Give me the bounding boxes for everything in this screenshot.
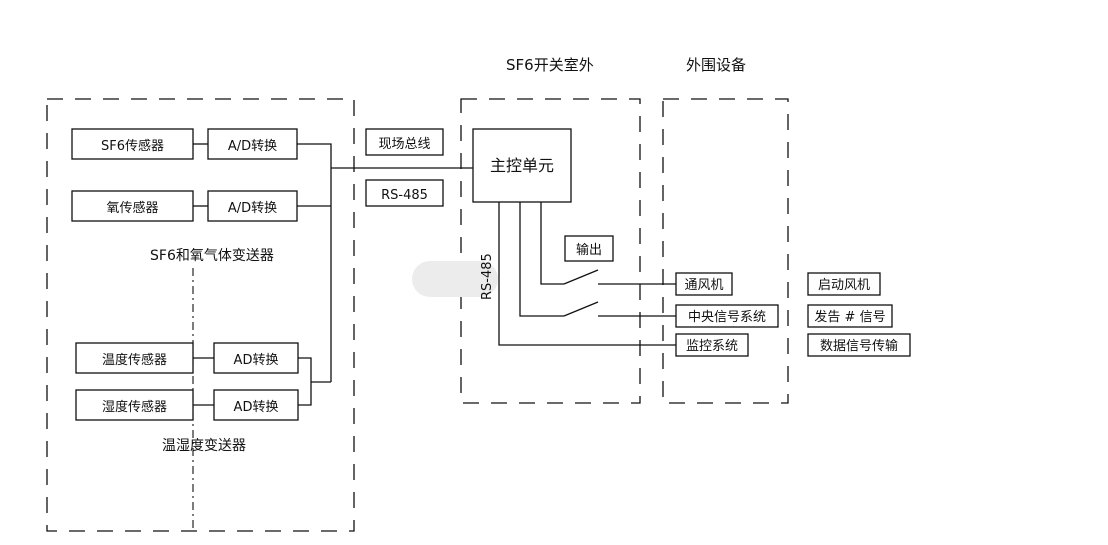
central-signal-label: 中央信号系统 xyxy=(688,310,766,325)
ad-convert-1-block xyxy=(207,128,298,160)
humidity-sensor-label: 湿度传感器 xyxy=(102,399,167,415)
region-boundary-switchgear xyxy=(460,98,641,404)
humidity-sensor-block xyxy=(75,389,194,421)
monitor-system-label: 监控系统 xyxy=(686,339,738,354)
switch-central-signal xyxy=(563,301,599,317)
ventilator-label: 通风机 xyxy=(684,278,723,293)
switch-ventilator xyxy=(563,269,599,285)
ad-convert-2-label: A/D转换 xyxy=(228,201,277,216)
central-signal-block xyxy=(675,304,779,328)
ad-convert-2-block xyxy=(207,190,298,222)
sf6-sensor-label: SF6传感器 xyxy=(101,138,164,154)
wire-monitor-system xyxy=(498,202,676,346)
start-fan-box xyxy=(807,272,881,296)
ad-convert-3-label: AD转换 xyxy=(234,353,279,368)
ad-convert-1-label: A/D转换 xyxy=(228,139,277,154)
send-signal-box xyxy=(807,304,893,328)
ventilator-block xyxy=(675,272,733,296)
wire-central-signal xyxy=(519,202,564,317)
temp-humidity-transmitter-caption: 温湿度变送器 xyxy=(162,438,246,454)
ad-convert-4-block xyxy=(213,389,299,421)
o2-sensor-label: 氧传感器 xyxy=(106,200,158,216)
region-title-peripherals: 外围设备 xyxy=(686,56,746,74)
region-title-switchgear-outdoor: SF6开关室外 xyxy=(506,56,594,74)
main-control-label: 主控单元 xyxy=(490,156,554,175)
rs485-label: RS-485 xyxy=(381,188,428,203)
sf6-o2-transmitter-caption: SF6和氧气体变送器 xyxy=(150,248,274,264)
region-boundary-transmitters xyxy=(46,98,355,532)
output-label-box xyxy=(564,235,614,262)
output-label: 输出 xyxy=(576,242,602,258)
rs485-label-box xyxy=(365,179,444,207)
fieldbus-label: 现场总线 xyxy=(378,137,430,152)
data-transfer-box xyxy=(807,333,911,357)
temp-sensor-label: 温度传感器 xyxy=(102,352,167,368)
start-fan-label: 启动风机 xyxy=(818,278,870,293)
ad-convert-4-label: AD转换 xyxy=(234,400,279,415)
wire-ventilator xyxy=(540,202,564,285)
bus-collector-bottom xyxy=(298,357,312,406)
fieldbus-label-box xyxy=(365,128,444,156)
send-signal-label: 发告 # 信号 xyxy=(814,309,885,325)
rs485-vertical-label: RS-485 xyxy=(480,253,495,300)
main-control-block xyxy=(472,128,572,203)
bus-collector-top xyxy=(297,143,332,382)
data-transfer-label: 数据信号传输 xyxy=(820,338,898,354)
region-boundary-peripherals xyxy=(662,98,789,404)
monitor-system-block xyxy=(675,333,749,357)
o2-sensor-block xyxy=(71,190,194,222)
highlight-pill xyxy=(412,261,498,297)
